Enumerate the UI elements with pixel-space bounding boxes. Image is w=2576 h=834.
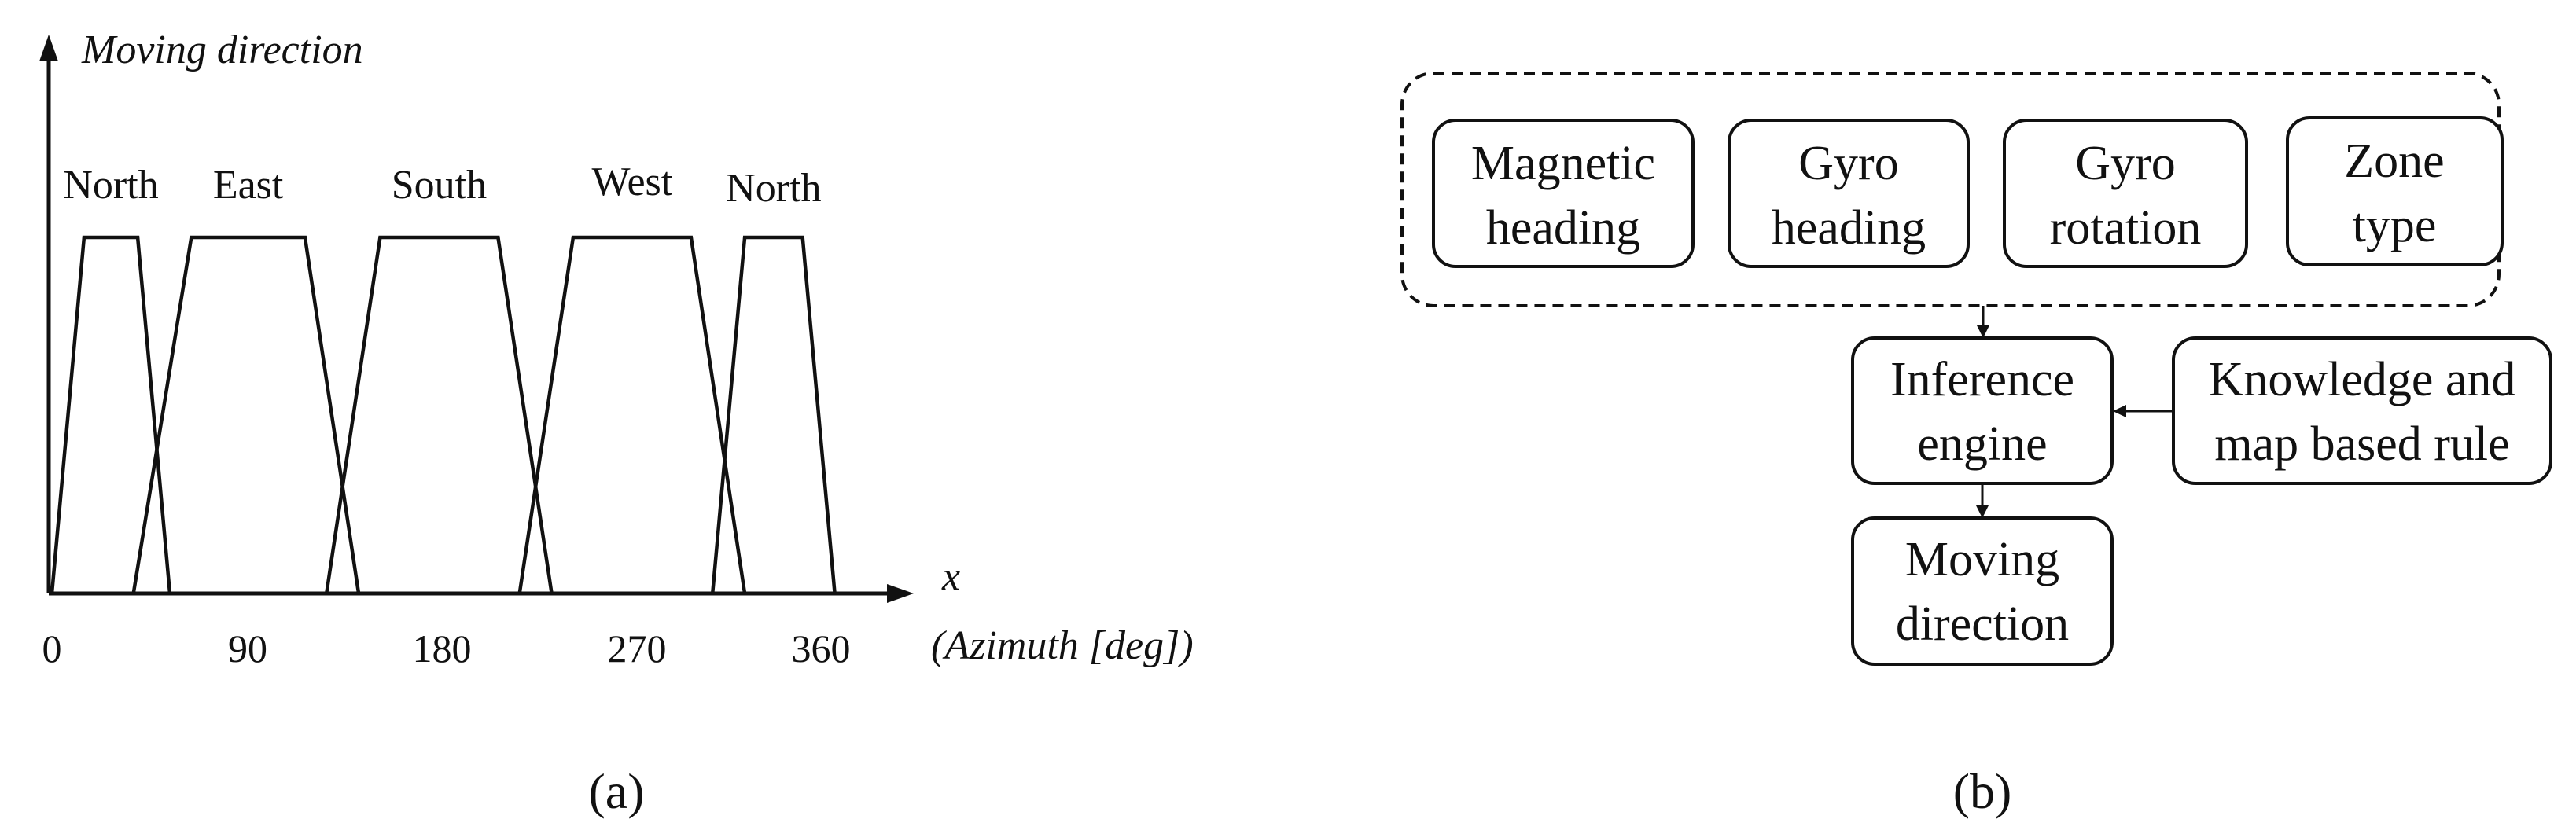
membership-function-south-2 — [324, 235, 554, 594]
subcaption-a: (a) — [588, 763, 644, 819]
svg-text:Moving: Moving — [1905, 533, 2059, 586]
x-axis-symbol: x — [941, 554, 960, 599]
output-moving-direction-box: Moving direction — [1851, 516, 2114, 666]
arrowhead-inputs-to-engine — [1977, 325, 1989, 338]
tick-label-180: 180 — [413, 626, 472, 671]
x-axis-arrowhead — [887, 584, 914, 603]
membership-label-north-0: North — [63, 163, 158, 208]
arrowhead-engine-to-output — [1976, 505, 1989, 518]
membership-function-east-1 — [131, 235, 361, 594]
input-box-magnetic-heading: Magnetic heading — [1432, 119, 1695, 268]
arrowhead-rules-to-engine — [2113, 405, 2126, 417]
input-box-zone-type: Zone type — [2286, 116, 2504, 266]
svg-text:Zone: Zone — [2344, 134, 2444, 188]
membership-labels: North East South West North — [63, 160, 821, 211]
svg-text:Knowledge and: Knowledge and — [2209, 353, 2516, 406]
svg-text:Gyro: Gyro — [1798, 137, 1898, 190]
y-axis-label: Moving direction — [81, 28, 363, 72]
membership-label-east-1: East — [213, 163, 284, 208]
inference-engine-box: Inference engine — [1851, 336, 2114, 485]
membership-label-north-4: North — [726, 166, 821, 211]
svg-text:Magnetic: Magnetic — [1471, 137, 1655, 190]
panel-a-membership-chart: Moving direction x (Azimuth [deg]) 0 90 … — [39, 28, 1194, 819]
input-box-gyro-heading: Gyro heading — [1728, 119, 1970, 268]
input-box-gyro-rotation: Gyro rotation — [2003, 119, 2248, 268]
svg-text:heading: heading — [1486, 201, 1640, 255]
panel-b-flow-diagram: Magnetic heading Gyro heading Gyro rotat… — [1400, 72, 2552, 819]
membership-label-south-2: South — [392, 163, 487, 208]
tick-label-0: 0 — [42, 626, 62, 671]
membership-function-north-0 — [50, 235, 172, 594]
membership-functions — [50, 235, 837, 594]
svg-text:map based rule: map based rule — [2214, 417, 2509, 471]
subcaption-b: (b) — [1953, 763, 2012, 819]
membership-label-west-3: West — [592, 160, 673, 204]
tick-label-360: 360 — [792, 626, 851, 671]
svg-text:Inference: Inference — [1890, 353, 2074, 406]
y-axis-arrowhead — [39, 35, 58, 61]
membership-function-west-3 — [517, 235, 747, 594]
svg-text:rotation: rotation — [2050, 201, 2202, 255]
tick-label-90: 90 — [228, 626, 267, 671]
rule-base-box: Knowledge and map based rule — [2172, 336, 2552, 485]
membership-function-north-4 — [710, 235, 837, 594]
x-axis-label: (Azimuth [deg]) — [931, 623, 1194, 668]
tick-label-270: 270 — [608, 626, 667, 671]
svg-text:heading: heading — [1772, 201, 1926, 255]
svg-text:direction: direction — [1896, 597, 2069, 651]
svg-text:engine: engine — [1917, 417, 2047, 471]
svg-text:Gyro: Gyro — [2075, 137, 2175, 190]
svg-text:type: type — [2353, 199, 2437, 252]
